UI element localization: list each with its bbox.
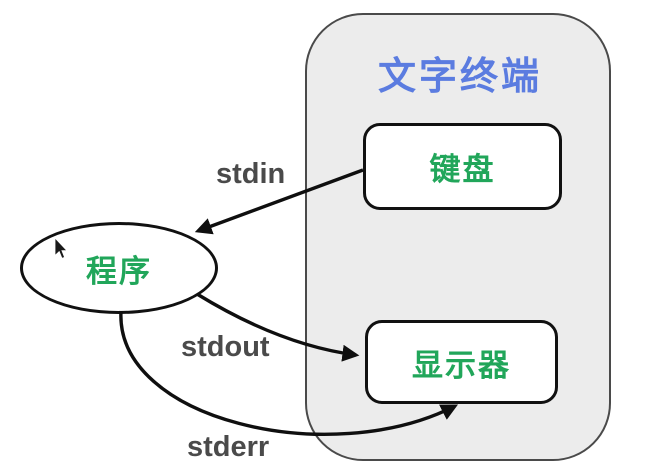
node-keyboard-label: 键盘 [429, 152, 496, 187]
node-program-label: 程序 [86, 253, 152, 289]
node-display: 显示器 [365, 320, 558, 404]
stderr-label: stderr [187, 431, 270, 463]
node-display-label: 显示器 [412, 347, 511, 383]
stdout-label: stdout [181, 331, 270, 363]
terminal-title: 文字终端 [377, 55, 542, 98]
node-program: 程序 [20, 222, 218, 314]
stdin-label: stdin [216, 158, 286, 190]
node-keyboard: 键盘 [363, 123, 562, 210]
